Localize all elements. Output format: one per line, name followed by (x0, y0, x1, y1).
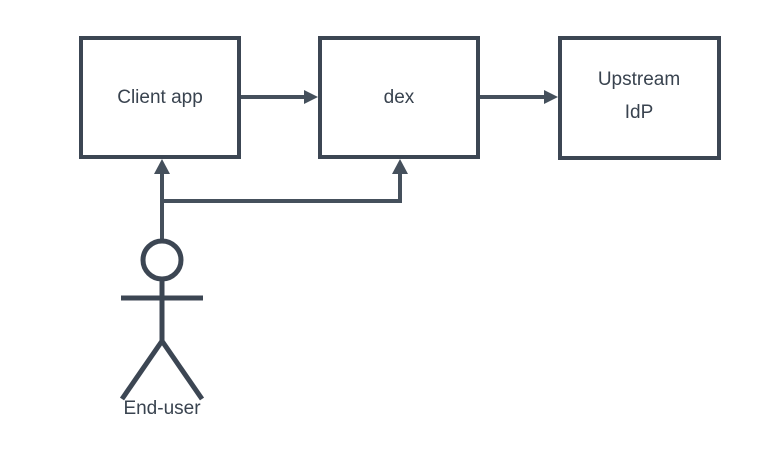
upstream-idp-label-line1: Upstream (598, 69, 680, 90)
edge-line-end-user-dex (162, 171, 402, 203)
arrowhead-end-user-dex (392, 159, 408, 174)
node-upstream-idp[interactable]: Upstream IdP (558, 36, 721, 160)
end-user-left-leg (119, 339, 165, 401)
end-user-right-leg (159, 339, 205, 401)
dex-label: dex (384, 87, 415, 108)
arrowhead-client-app-dex (304, 90, 318, 104)
client-app-box[interactable] (79, 36, 241, 159)
arrowhead-dex-upstream-idp (544, 90, 558, 104)
client-app-label: Client app (117, 87, 203, 108)
end-user-label: End-user (123, 398, 201, 419)
actor-end-user[interactable]: End-user (119, 238, 205, 419)
end-user-head-icon (140, 238, 184, 282)
edge-dex-to-upstream-idp (480, 90, 558, 104)
edge-end-user-to-dex (162, 159, 408, 203)
arrowhead-end-user-client-app (154, 159, 170, 174)
upstream-idp-label-line2: IdP (625, 102, 654, 123)
dex-box[interactable] (318, 36, 480, 159)
node-client-app[interactable]: Client app (79, 36, 241, 159)
node-dex[interactable]: dex (318, 36, 480, 159)
upstream-idp-box[interactable] (558, 36, 721, 160)
edge-end-user-to-client-app (154, 159, 170, 240)
edge-client-app-to-dex (241, 90, 318, 104)
